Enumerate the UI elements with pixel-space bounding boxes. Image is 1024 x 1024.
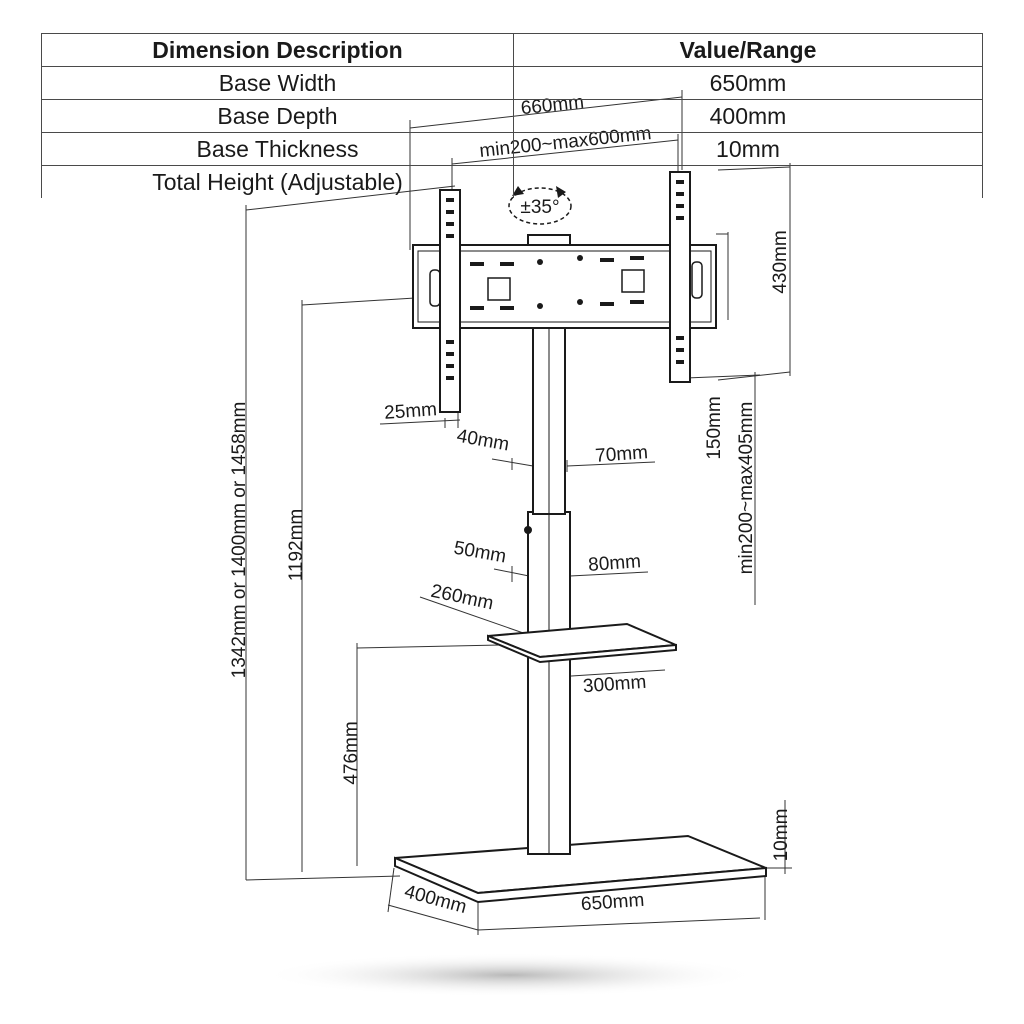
floor-shadow [260,953,760,997]
table-row: Base Thickness 10mm [41,132,983,166]
header-value: Value/Range [513,33,983,67]
table-row: Base Width 650mm [41,66,983,100]
label-mount-height: 1192mm [286,509,307,582]
row-label: Base Width [41,66,514,100]
label-base-thickness: 10mm [771,809,792,862]
table-row: Base Depth 400mm [41,99,983,133]
label-shelf-depth: 260mm [429,581,495,615]
spec-table-header: Dimension Description Value/Range [41,33,983,67]
row-label: Base Thickness [41,132,514,166]
row-value [513,165,983,198]
table-row: Total Height (Adjustable) [41,165,983,198]
row-value: 400mm [513,99,983,133]
spec-table: Dimension Description Value/Range Base W… [41,33,983,198]
bracket-holes [446,180,684,380]
header-dimension: Dimension Description [41,33,514,67]
label-upper-pole-width: 70mm [595,442,649,467]
row-value: 10mm [513,132,983,166]
label-shelf-width: 300mm [582,672,647,697]
label-bracket-offset: 150mm [704,396,725,459]
label-lower-pole-depth: 50mm [452,538,508,568]
row-label: Total Height (Adjustable) [41,165,514,198]
stand-structure [394,171,767,904]
bracket-side-slots [429,261,703,307]
dimension-lines [245,90,792,935]
label-base-width: 650mm [580,890,645,915]
label-bracket-height: 430mm [770,230,791,293]
label-vesa-height: min200~max405mm [736,402,757,575]
base-plate-edge [394,856,767,904]
label-tilt: ±35° [520,197,559,218]
label-lower-pole-width: 80mm [588,551,642,576]
label-bracket-depth: 25mm [384,399,438,424]
pole-lock [524,526,532,534]
row-value: 650mm [513,66,983,100]
label-total-height: 1342mm or 1400mm or 1458mm [229,402,250,679]
label-shelf-height: 476mm [341,721,362,784]
row-label: Base Depth [41,99,514,133]
label-upper-pole-depth: 40mm [455,426,511,456]
